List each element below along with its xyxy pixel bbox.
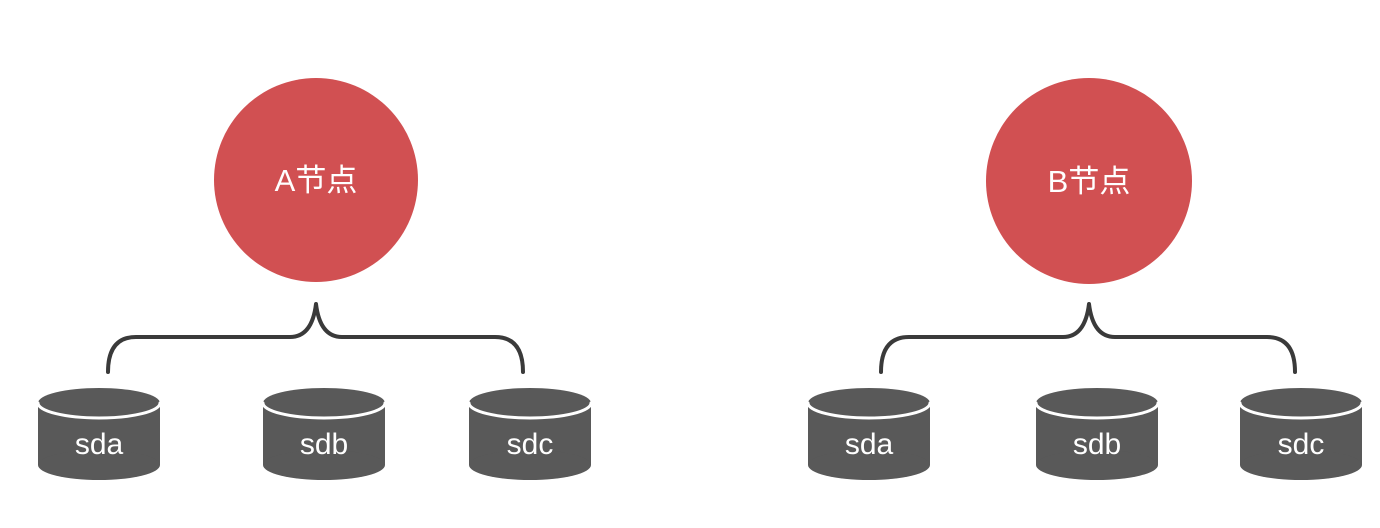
node-a-circle [214, 78, 418, 282]
node-b-label: B节点 [1048, 164, 1131, 199]
node-group-b: B节点 sda sdb sdc [806, 78, 1364, 480]
disk-seam-line [1034, 401, 1160, 420]
node-b-circle [986, 78, 1192, 284]
disk-label: sdb [1073, 428, 1121, 461]
node-group-a: A节点 sda sdb sdc [36, 78, 593, 480]
disk-base [263, 450, 385, 480]
disk-seam-line [806, 401, 932, 420]
brace-a-icon [106, 302, 525, 374]
disk-base [808, 450, 930, 480]
disk-label: sdc [1278, 428, 1325, 461]
disk-label: sdc [507, 428, 554, 461]
node-a-label: A节点 [275, 163, 358, 198]
disk-cylinder-icon: sda [36, 388, 162, 480]
disk-seam-line [261, 401, 387, 420]
disk-label: sdb [300, 428, 348, 461]
disk-base [469, 450, 591, 480]
disk-cylinder-icon: sdc [1238, 388, 1364, 480]
disk-seam-line [36, 401, 162, 420]
disk-base [1240, 450, 1362, 480]
disk-cylinder-icon: sdc [467, 388, 593, 480]
disk-cylinder-icon: sdb [1034, 388, 1160, 480]
disk-cylinder-icon: sdb [261, 388, 387, 480]
disk-seam-line [467, 401, 593, 420]
brace-b-icon [879, 302, 1297, 374]
disk-base [38, 450, 160, 480]
disk-label: sda [75, 428, 124, 461]
disk-base [1036, 450, 1158, 480]
disk-seam-line [1238, 401, 1364, 420]
disk-cylinder-icon: sda [806, 388, 932, 480]
disk-label: sda [845, 428, 894, 461]
